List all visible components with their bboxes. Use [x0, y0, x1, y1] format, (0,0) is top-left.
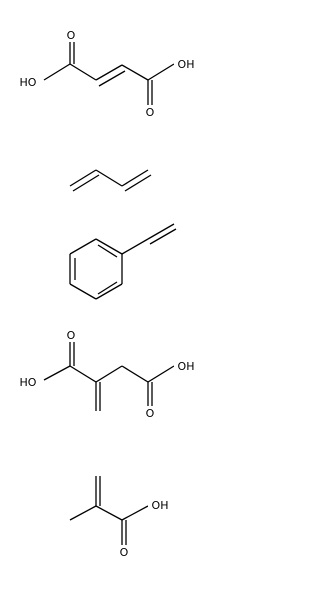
hydroxyl-label: OH: [152, 499, 169, 512]
methacrylic-acid: OH O: [69, 476, 172, 559]
oxygen-label: O: [120, 546, 129, 559]
oxygen-label: O: [67, 329, 76, 342]
hydroxyl-label: OH: [178, 58, 195, 71]
hydroxyl-label: HO: [20, 76, 37, 89]
hydroxyl-label: HO: [20, 376, 37, 389]
structure-canvas: HO O OH O: [16, 28, 198, 559]
butadiene: [69, 169, 152, 192]
oxygen-label: O: [67, 29, 76, 42]
hydroxyl-label: OH: [178, 360, 195, 373]
oxygen-label: O: [146, 106, 155, 119]
fumaric-acid: HO O OH O: [16, 28, 198, 119]
itaconic-acid: HO O OH O: [16, 328, 198, 420]
styrene: [69, 223, 177, 300]
oxygen-label: O: [146, 407, 155, 420]
